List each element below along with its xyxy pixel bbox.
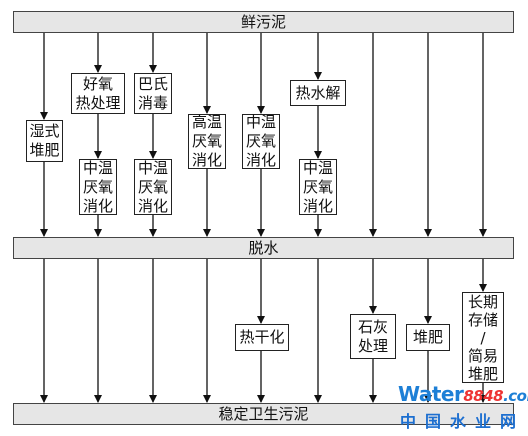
- wet-compost-box: 湿式 堆肥: [26, 120, 63, 162]
- pasteurization-box: 巴氏 消毒: [134, 73, 172, 114]
- dewatering-bar: 脱水: [13, 237, 514, 259]
- mesophilic-digestion-box-direct: 中温 厌氧 消化: [242, 113, 280, 169]
- mesophilic-digestion-box-1: 中温 厌氧 消化: [79, 159, 117, 215]
- thermal-hydrolysis-box: 热水解: [290, 80, 346, 106]
- stabilized-sludge-bar: 稳定卫生污泥: [13, 403, 514, 425]
- thermophilic-digestion-box: 高温 厌氧 消化: [188, 113, 226, 169]
- mesophilic-digestion-box-3: 中温 厌氧 消化: [299, 159, 337, 215]
- watermark-brand-cn: 中国水业网: [400, 412, 526, 431]
- aerobic-heat-treatment-box: 好氧 热处理: [71, 73, 125, 114]
- heat-drying-box: 热干化: [235, 324, 289, 351]
- long-term-storage-box: 长期 存储 / 简易 堆肥: [462, 292, 504, 383]
- watermark-brand: Water8848.com: [398, 382, 528, 406]
- mesophilic-digestion-box-2: 中温 厌氧 消化: [134, 159, 172, 215]
- compost-box: 堆肥: [406, 324, 450, 351]
- fresh-sludge-bar: 鲜污泥: [13, 11, 514, 33]
- lime-treatment-box: 石灰 处理: [350, 314, 396, 359]
- site-watermark-logo: Water8848.com 中国水业网: [392, 382, 528, 436]
